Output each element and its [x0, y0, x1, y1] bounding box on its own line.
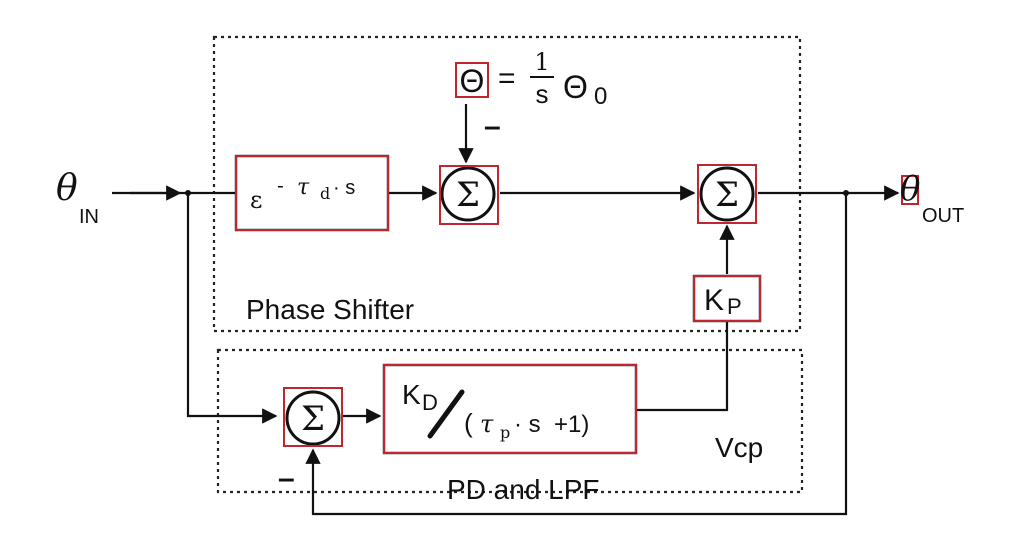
- offset-denominator: s: [536, 79, 549, 109]
- pd-lpf-label: PD and LPF: [447, 474, 600, 505]
- sum3-circle: [285, 390, 341, 446]
- delay-exp-rest: · s: [333, 177, 355, 199]
- pd-lpf-group: [216, 348, 804, 494]
- lpf-block: [382, 363, 638, 455]
- gain-block-highlight: [693, 275, 761, 322]
- sum2-highlight: [697, 164, 757, 224]
- sum1-symbol: Σ: [456, 175, 480, 215]
- wire-lpf-to-gain: [636, 322, 729, 412]
- input-sub: IN: [79, 206, 99, 228]
- lpf-divide-slash: [427, 389, 465, 439]
- sum1-highlight: [439, 165, 499, 225]
- delay-exp-tau: τ: [297, 175, 310, 200]
- offset-minus-sign: –: [484, 110, 501, 143]
- sum3-highlight: [283, 387, 343, 447]
- output-theta: θ: [900, 169, 920, 209]
- phase-shifter-label: Phase Shifter: [246, 294, 414, 325]
- gain-k: K: [704, 284, 724, 317]
- input-theta: θ: [56, 168, 78, 209]
- delay-exp-minus: -: [277, 173, 284, 197]
- feedback-minus-sign: –: [278, 462, 295, 495]
- wire-feedback: [305, 193, 848, 516]
- lpf-k: K: [402, 379, 421, 410]
- output-theta-highlight: [901, 175, 919, 205]
- sum2-symbol: Σ: [715, 175, 739, 215]
- vcp-label: Vcp: [715, 432, 763, 463]
- lpf-open-paren: (: [464, 408, 473, 438]
- output-sub: OUT: [922, 205, 964, 227]
- sum1-circle: [440, 166, 496, 222]
- wire-input-to-pd: [186, 193, 278, 424]
- lpf-rest: · s +1): [514, 411, 589, 438]
- offset-theta0-sub: 0: [594, 83, 607, 110]
- phase-shifter-group: [212, 35, 802, 333]
- lpf-tau-sub: p: [500, 423, 510, 442]
- gain-sub: P: [727, 294, 742, 319]
- lpf-block-highlight: [383, 364, 637, 454]
- sum2-circle: [699, 166, 755, 222]
- offset-theta-highlight: [455, 62, 489, 98]
- offset-theta0: Θ: [563, 69, 588, 105]
- delay-block-highlight: [235, 155, 389, 231]
- delay-base: ε: [250, 186, 262, 214]
- offset-theta: Θ: [460, 63, 485, 99]
- delay-exp-sub: d: [320, 184, 330, 203]
- offset-equals: =: [498, 62, 516, 95]
- offset-numerator: 1: [534, 48, 549, 76]
- sum3-symbol: Σ: [301, 399, 325, 439]
- lpf-tau: τ: [480, 410, 494, 438]
- lpf-k-sub: D: [422, 390, 438, 415]
